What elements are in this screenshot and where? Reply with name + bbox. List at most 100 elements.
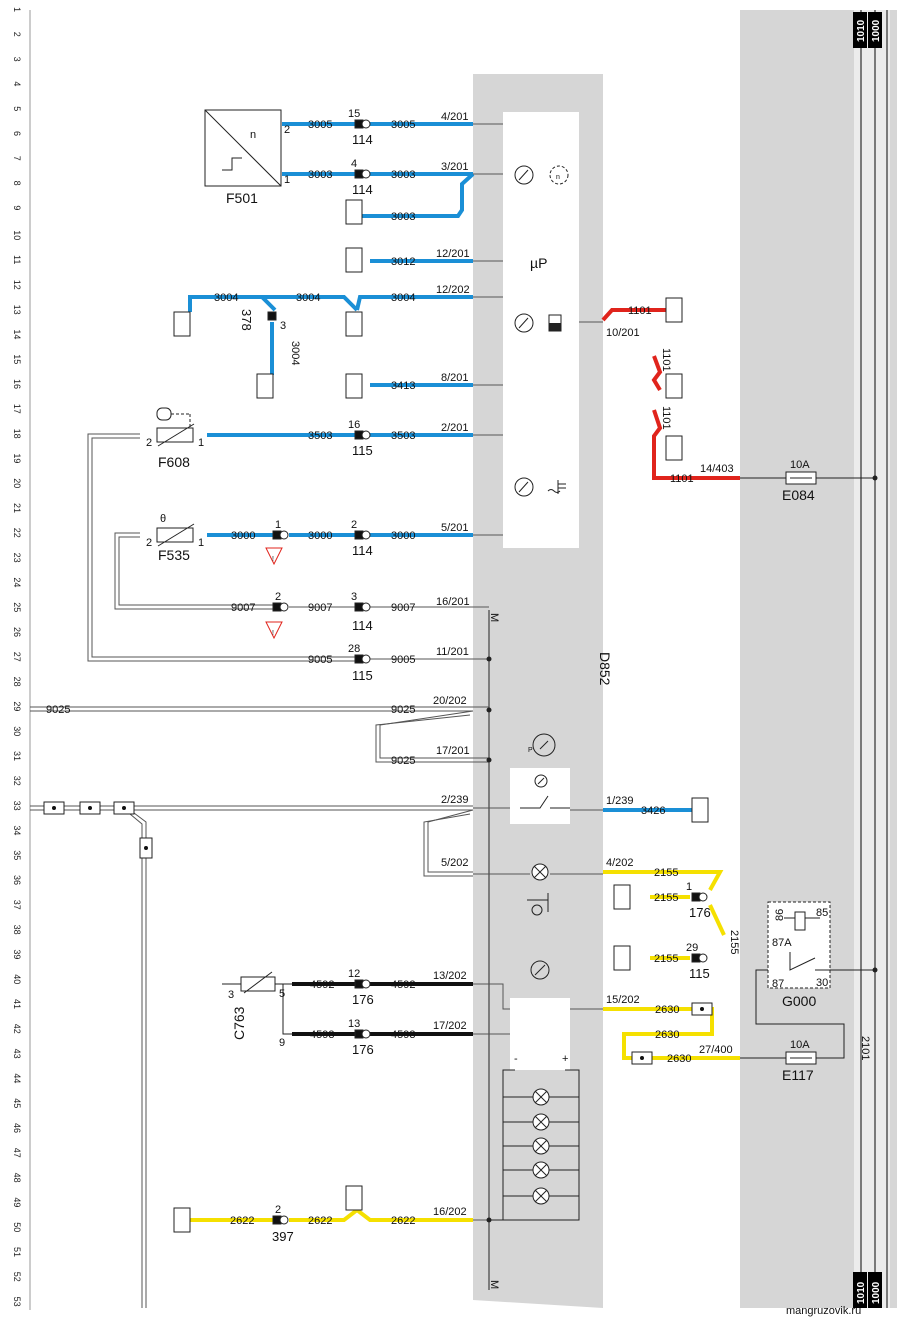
ground-wires xyxy=(30,123,603,1308)
junction-dots xyxy=(486,656,492,1223)
oil-pressure-icon: P xyxy=(528,733,556,757)
row-number: 25 xyxy=(12,602,22,612)
e084-label: E084 xyxy=(782,487,815,503)
pin-number: 2 xyxy=(351,519,357,531)
tachometer-icon: n xyxy=(549,165,569,185)
pin-number: 15 xyxy=(348,108,360,120)
wire-label: 2622 xyxy=(230,1215,254,1227)
e084-fuse xyxy=(785,471,817,485)
wire-label: 9007 xyxy=(308,602,332,614)
row-number: 21 xyxy=(12,503,22,513)
row-number: 35 xyxy=(12,850,22,860)
wire-label: 3004 xyxy=(391,292,415,304)
f535-temperature-switch: θ xyxy=(156,513,195,547)
lamp-icon xyxy=(532,1137,550,1155)
f535-label: F535 xyxy=(158,547,190,563)
pin-label: 16/201 xyxy=(436,596,470,608)
connector-number: 176 xyxy=(689,905,711,920)
row-number: 29 xyxy=(12,701,22,711)
row-number: 33 xyxy=(12,801,22,811)
connector-number: 176 xyxy=(352,992,374,1007)
yellow-wires xyxy=(190,870,740,1222)
pin-label: 20/202 xyxy=(433,695,467,707)
row-number: 39 xyxy=(12,949,22,959)
f501-speed-sensor: n xyxy=(204,109,282,187)
pin-label: 1 xyxy=(198,537,204,549)
c763-label: C763 xyxy=(231,1006,247,1040)
brake-wear-icon xyxy=(527,893,549,916)
wire-label: 9005 xyxy=(391,654,415,666)
svg-text:!: ! xyxy=(272,556,274,563)
warning-triangle-icon: ! xyxy=(265,547,283,566)
row-number: 22 xyxy=(12,528,22,538)
pin-number: 13 xyxy=(348,1018,360,1030)
watermark: mangruzovik.ru xyxy=(786,1305,861,1317)
plug-dots xyxy=(52,806,704,1060)
pin-label: 1/239 xyxy=(606,795,634,807)
row-number: 24 xyxy=(12,577,22,587)
wire-label: 3413 xyxy=(391,380,415,392)
row-number: 8 xyxy=(12,181,22,186)
connector-number: 397 xyxy=(272,1229,294,1244)
row-number: 52 xyxy=(12,1272,22,1282)
connector-number: 114 xyxy=(352,132,373,147)
bus-label-1000-top: 1000 xyxy=(871,19,882,42)
row-number: 38 xyxy=(12,925,22,935)
connector-plugs xyxy=(267,119,708,1225)
minus-label: - xyxy=(514,1053,518,1065)
pin-number: 12 xyxy=(348,968,360,980)
row-number: 42 xyxy=(12,1024,22,1034)
instrument-cluster-box xyxy=(503,112,579,548)
row-number: 14 xyxy=(12,329,22,339)
coolant-temp-gauge-icon xyxy=(514,477,566,497)
mass-label-bottom: M xyxy=(488,1280,500,1289)
svg-text:θ: θ xyxy=(160,513,166,525)
pin-label: 2 xyxy=(284,124,290,136)
relay-pin-label: 87A xyxy=(772,937,792,949)
row-number: 26 xyxy=(12,627,22,637)
wire-label: 4592 xyxy=(310,979,334,991)
g000-label: G000 xyxy=(782,993,816,1009)
pin-label: 2/201 xyxy=(441,422,469,434)
wire-label: 9025 xyxy=(391,704,415,716)
wire-label: 9025 xyxy=(391,755,415,767)
row-number: 28 xyxy=(12,677,22,687)
wire-label: 3000 xyxy=(308,530,332,542)
pressure-switch-icon xyxy=(520,774,570,809)
pin-label: 3/201 xyxy=(441,161,469,173)
wire-label: 9005 xyxy=(308,654,332,666)
row-number: 20 xyxy=(12,478,22,488)
row-number: 40 xyxy=(12,974,22,984)
row-number: 31 xyxy=(12,751,22,761)
speedometer-icon xyxy=(514,165,534,185)
pin-number: 3 xyxy=(351,591,357,603)
row-number: 45 xyxy=(12,1098,22,1108)
connector-number: 114 xyxy=(352,182,373,197)
lamp-icon xyxy=(532,1187,550,1205)
pin-number: 28 xyxy=(348,643,360,655)
wire-label: 2622 xyxy=(391,1215,415,1227)
wire-label: 2630 xyxy=(667,1053,691,1065)
pin-number: 2 xyxy=(275,1204,281,1216)
g000-relay xyxy=(767,901,875,989)
e084-rating: 10A xyxy=(790,459,810,471)
wire-label: 3000 xyxy=(231,530,255,542)
pin-number: 2 xyxy=(275,591,281,603)
wire-label: 3004 xyxy=(214,292,238,304)
row-number: 53 xyxy=(12,1297,22,1307)
row-number: 37 xyxy=(12,900,22,910)
pin-label: 4/201 xyxy=(441,111,469,123)
relay-pin-label: 86 xyxy=(774,909,786,921)
row-number: 36 xyxy=(12,875,22,885)
pin-label: 1 xyxy=(284,174,290,186)
wire-label: 3000 xyxy=(391,530,415,542)
pin-number: 1 xyxy=(275,519,281,531)
connector-number: 115 xyxy=(352,443,373,458)
wire-label: 2630 xyxy=(655,1029,679,1041)
svg-text:n: n xyxy=(250,129,256,141)
wire-label: 2155 xyxy=(654,953,678,965)
inline-plug-boxes xyxy=(43,801,713,1065)
wire-label: 3003 xyxy=(391,211,415,223)
bus-label-1000-bottom: 1000 xyxy=(871,1281,882,1304)
